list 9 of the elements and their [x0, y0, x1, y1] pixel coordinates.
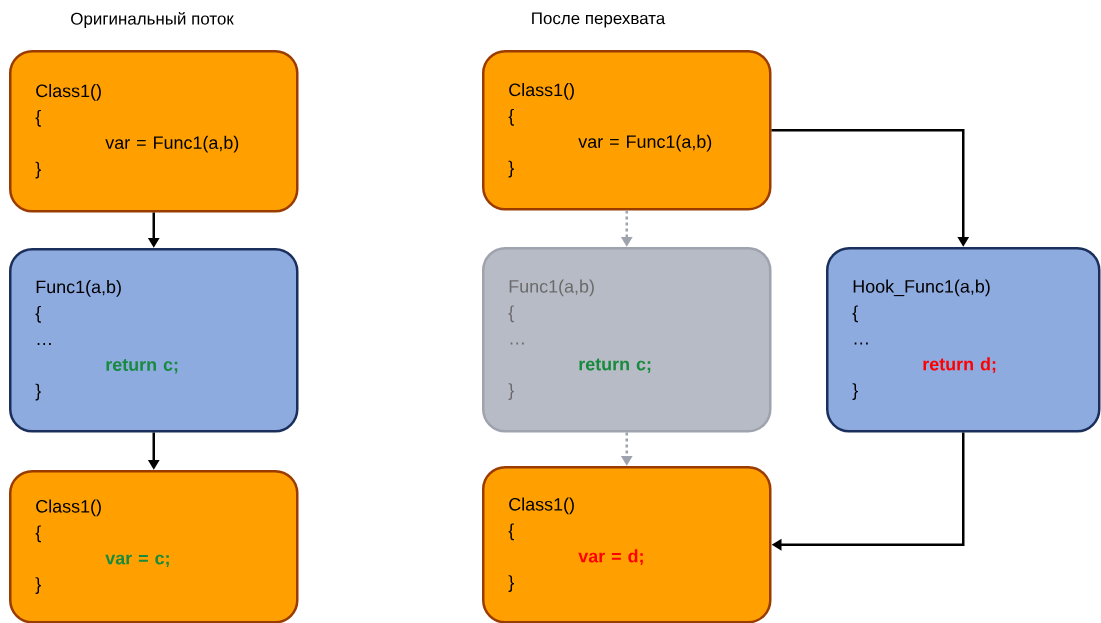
code-box: Func1(a,b) { … return c; } [9, 248, 299, 433]
column-heading: Оригинальный поток [71, 11, 234, 29]
code-box: Hook_Func1(a,b) { … return d; } [826, 247, 1101, 433]
code-box: Func1(a,b) { … return c; } [482, 247, 772, 433]
code-box: Class1() { var = d; } [482, 466, 772, 623]
code-box: Class1() { var = Func1(a,b) } [9, 50, 299, 213]
code-box: Class1() { var = Func1(a,b) } [482, 50, 772, 211]
column-heading: После перехвата [532, 12, 666, 28]
code-box: Class1() { var = c; } [9, 470, 299, 623]
